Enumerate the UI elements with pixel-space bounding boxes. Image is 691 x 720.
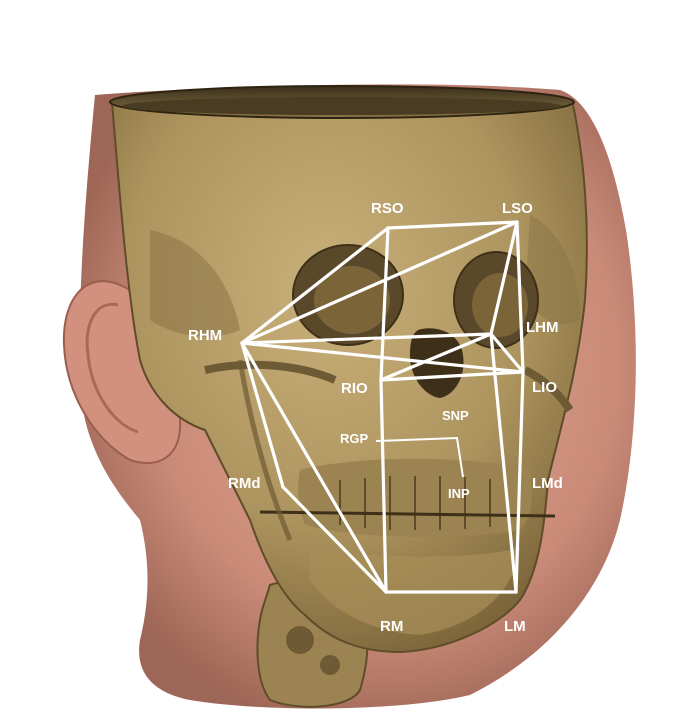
label-lm: LM xyxy=(504,618,526,635)
label-rm: RM xyxy=(380,618,403,635)
label-lio: LIO xyxy=(532,379,557,396)
label-inp: INP xyxy=(448,486,470,501)
label-rhm: RHM xyxy=(188,327,222,344)
label-lmd: LMd xyxy=(532,475,563,492)
label-lhm: LHM xyxy=(526,319,559,336)
label-rso: RSO xyxy=(371,200,404,217)
label-snp: SNP xyxy=(442,408,469,423)
label-rio: RIO xyxy=(341,380,368,397)
label-lso: LSO xyxy=(502,200,533,217)
label-rgp: RGP xyxy=(340,431,369,446)
label-rmd: RMd xyxy=(228,475,261,492)
